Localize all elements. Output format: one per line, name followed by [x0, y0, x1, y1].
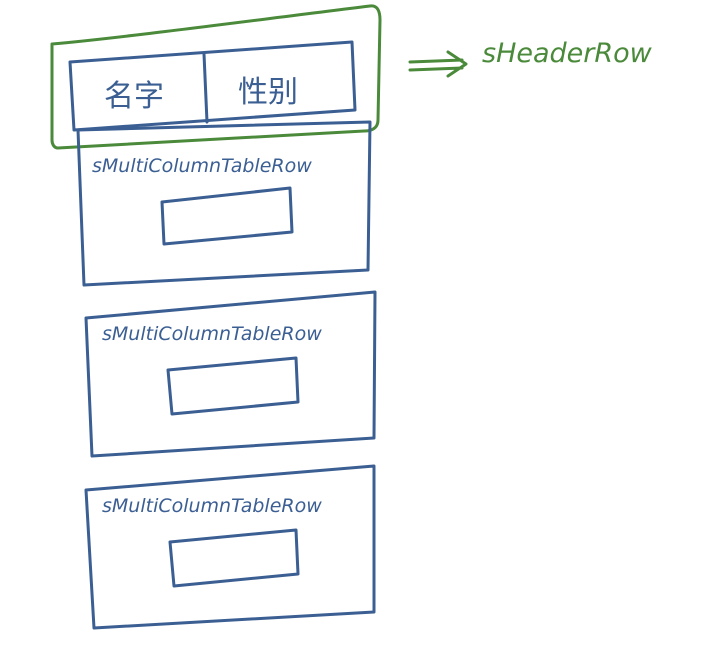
header-table-frame	[68, 40, 357, 132]
table-row-cell-box[interactable]	[160, 186, 294, 246]
header-arrow-icon	[408, 50, 468, 78]
table-row-label: sMultiColumnTableRow	[102, 323, 322, 345]
table-row: sMultiColumnTableRow	[84, 464, 376, 630]
table-row-frame	[84, 290, 377, 458]
table-row-cell-box[interactable]	[168, 528, 300, 588]
table-row-label: sMultiColumnTableRow	[92, 155, 312, 177]
header-table: 名字 性别	[68, 40, 357, 132]
table-row-frame	[76, 120, 372, 287]
table-row-frame	[84, 464, 376, 630]
header-column-gender: 性别	[238, 75, 298, 110]
header-row-highlight: sHeaderRow	[50, 4, 653, 150]
header-column-name: 名字	[104, 79, 164, 114]
header-highlight-outline	[50, 4, 382, 150]
table-row: sMultiColumnTableRow	[84, 290, 377, 458]
header-row-label: sHeaderRow	[482, 38, 653, 69]
header-column-divider	[202, 52, 209, 124]
table-row: sMultiColumnTableRow	[76, 120, 372, 287]
table-row-label: sMultiColumnTableRow	[102, 495, 322, 517]
table-row-cell-box[interactable]	[166, 356, 300, 416]
